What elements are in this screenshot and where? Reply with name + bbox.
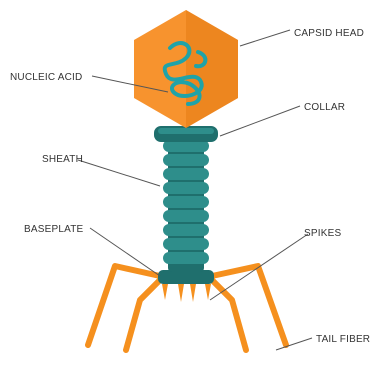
- sheath-coil: [163, 238, 209, 250]
- sheath-coil: [163, 154, 209, 166]
- tail-fiber-left-outer: [88, 266, 160, 345]
- spike: [178, 284, 184, 302]
- capsid-head-shade: [186, 10, 238, 128]
- label-baseplate: BASEPLATE: [24, 224, 84, 235]
- sheath-coil: [163, 182, 209, 194]
- spikes: [162, 284, 211, 302]
- sheath: [163, 140, 209, 272]
- collar-highlight: [158, 128, 214, 134]
- leader-sheath: [78, 160, 160, 186]
- label-sheath: SHEATH: [42, 154, 83, 165]
- tail-fiber-left-inner: [126, 280, 160, 350]
- label-collar: COLLAR: [304, 102, 345, 113]
- label-tail-fiber: TAIL FIBER: [316, 334, 370, 345]
- label-capsid-head: CAPSID HEAD: [294, 28, 364, 39]
- spike: [190, 284, 196, 302]
- label-spikes: SPIKES: [304, 228, 341, 239]
- sheath-coil: [163, 168, 209, 180]
- spike: [205, 284, 211, 300]
- label-nucleic-acid: NUCLEIC ACID: [10, 72, 82, 83]
- leader-capsid-head: [240, 30, 290, 46]
- sheath-coil: [163, 210, 209, 222]
- leader-collar: [220, 106, 300, 136]
- baseplate: [158, 270, 214, 284]
- sheath-coil: [163, 196, 209, 208]
- sheath-coil: [163, 224, 209, 236]
- capsid-head: [134, 10, 238, 128]
- tail-fiber-right-outer: [212, 266, 286, 345]
- leader-spikes: [210, 234, 308, 300]
- spike: [162, 284, 168, 300]
- sheath-coil: [163, 252, 209, 264]
- tail-fiber-right-inner: [212, 280, 246, 350]
